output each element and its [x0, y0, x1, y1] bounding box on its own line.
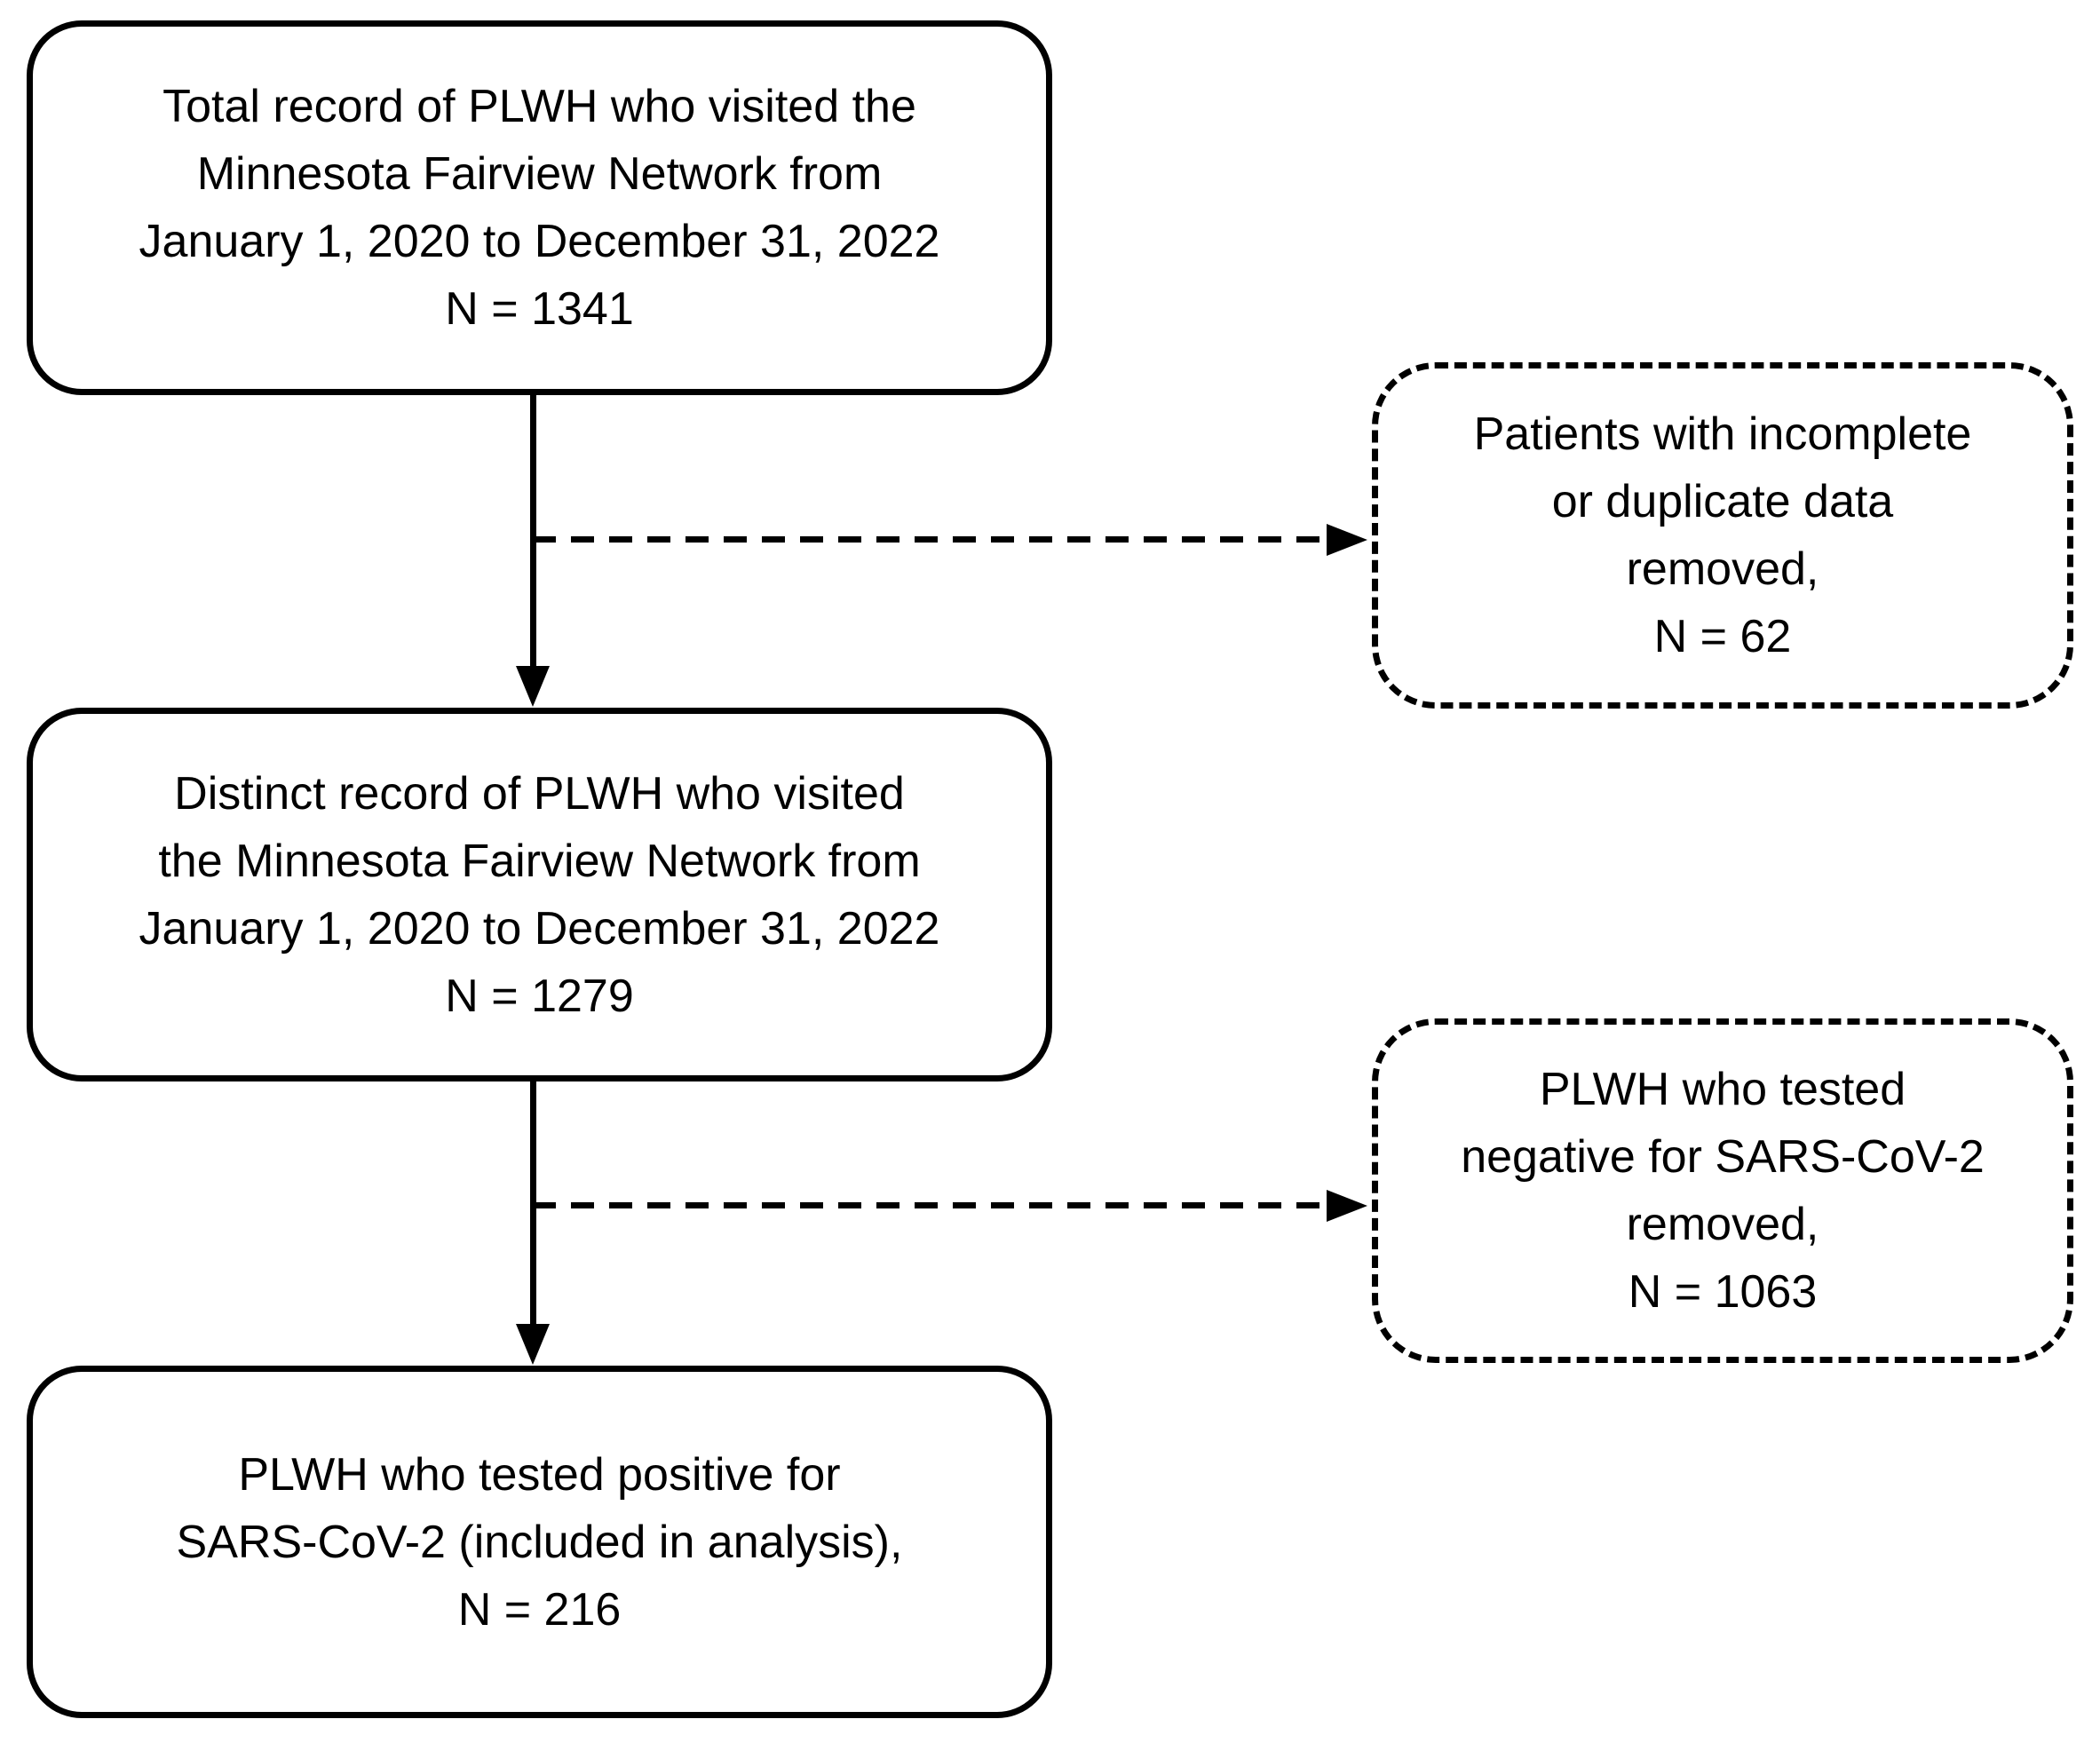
dashed-arrow-to-excluded-negative-line: [533, 1202, 1329, 1208]
node-total-records: Total record of PLWH who visited the Min…: [27, 20, 1052, 395]
arrow-right-icon: [1327, 524, 1367, 556]
node-excluded-incomplete-duplicate: Patients with incomplete or duplicate da…: [1372, 362, 2073, 709]
arrow-total-to-distinct-line: [530, 395, 536, 670]
node-excluded-negative: PLWH who tested negative for SARS-CoV-2 …: [1372, 1018, 2073, 1363]
dashed-arrow-to-excluded-duplicates-line: [533, 536, 1329, 543]
arrow-down-icon: [516, 1324, 550, 1365]
arrow-right-icon: [1327, 1190, 1367, 1222]
node-included-positive: PLWH who tested positive for SARS-CoV-2 …: [27, 1366, 1052, 1718]
node-distinct-records: Distinct record of PLWH who visited the …: [27, 708, 1052, 1081]
arrow-down-icon: [516, 666, 550, 707]
